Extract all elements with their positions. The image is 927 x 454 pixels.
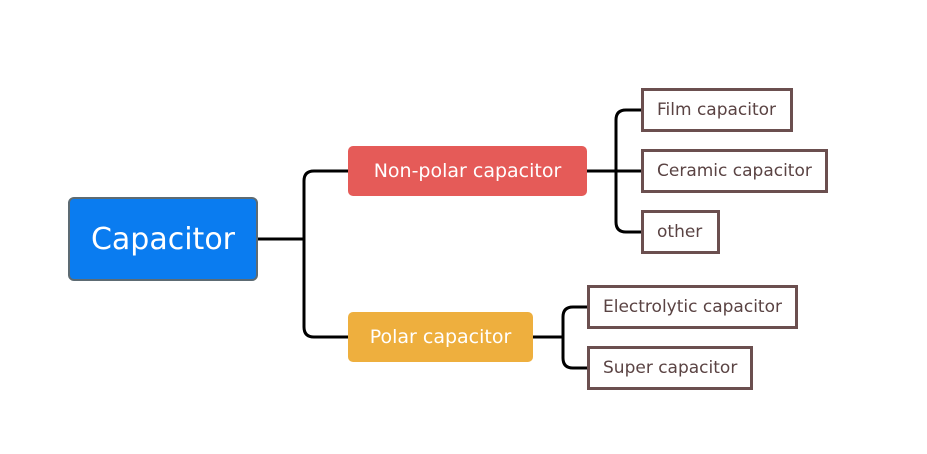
- leaf-node-label: other: [657, 222, 703, 242]
- branch-node-label: Non-polar capacitor: [373, 160, 562, 182]
- leaf-node-label: Film capacitor: [657, 100, 777, 120]
- leaf-node-other[interactable]: other: [641, 210, 720, 254]
- leaf-node-film-capacitor[interactable]: Film capacitor: [641, 88, 793, 132]
- leaf-node-ceramic-capacitor[interactable]: Ceramic capacitor: [641, 149, 828, 193]
- connector-root-to-polar: [302, 237, 350, 339]
- leaf-node-label: Super capacitor: [603, 358, 738, 378]
- branch-node-label: Polar capacitor: [369, 326, 512, 348]
- connector-root-to-nonpolar: [256, 169, 350, 241]
- connector-nonpolar-to-film: [614, 108, 643, 173]
- leaf-node-super-capacitor[interactable]: Super capacitor: [587, 346, 753, 390]
- connector-polar-to-super: [561, 335, 589, 370]
- leaf-node-electrolytic-capacitor[interactable]: Electrolytic capacitor: [587, 285, 798, 329]
- leaf-node-label: Electrolytic capacitor: [603, 297, 782, 317]
- branch-node-polar[interactable]: Polar capacitor: [348, 312, 533, 362]
- leaf-node-label: Ceramic capacitor: [657, 161, 812, 181]
- root-node-capacitor[interactable]: Capacitor: [68, 197, 258, 281]
- branch-node-non-polar[interactable]: Non-polar capacitor: [348, 146, 587, 196]
- connector-polar-to-electrolytic: [561, 305, 589, 339]
- connector-nonpolar-to-other: [614, 169, 643, 234]
- root-node-label: Capacitor: [90, 221, 236, 257]
